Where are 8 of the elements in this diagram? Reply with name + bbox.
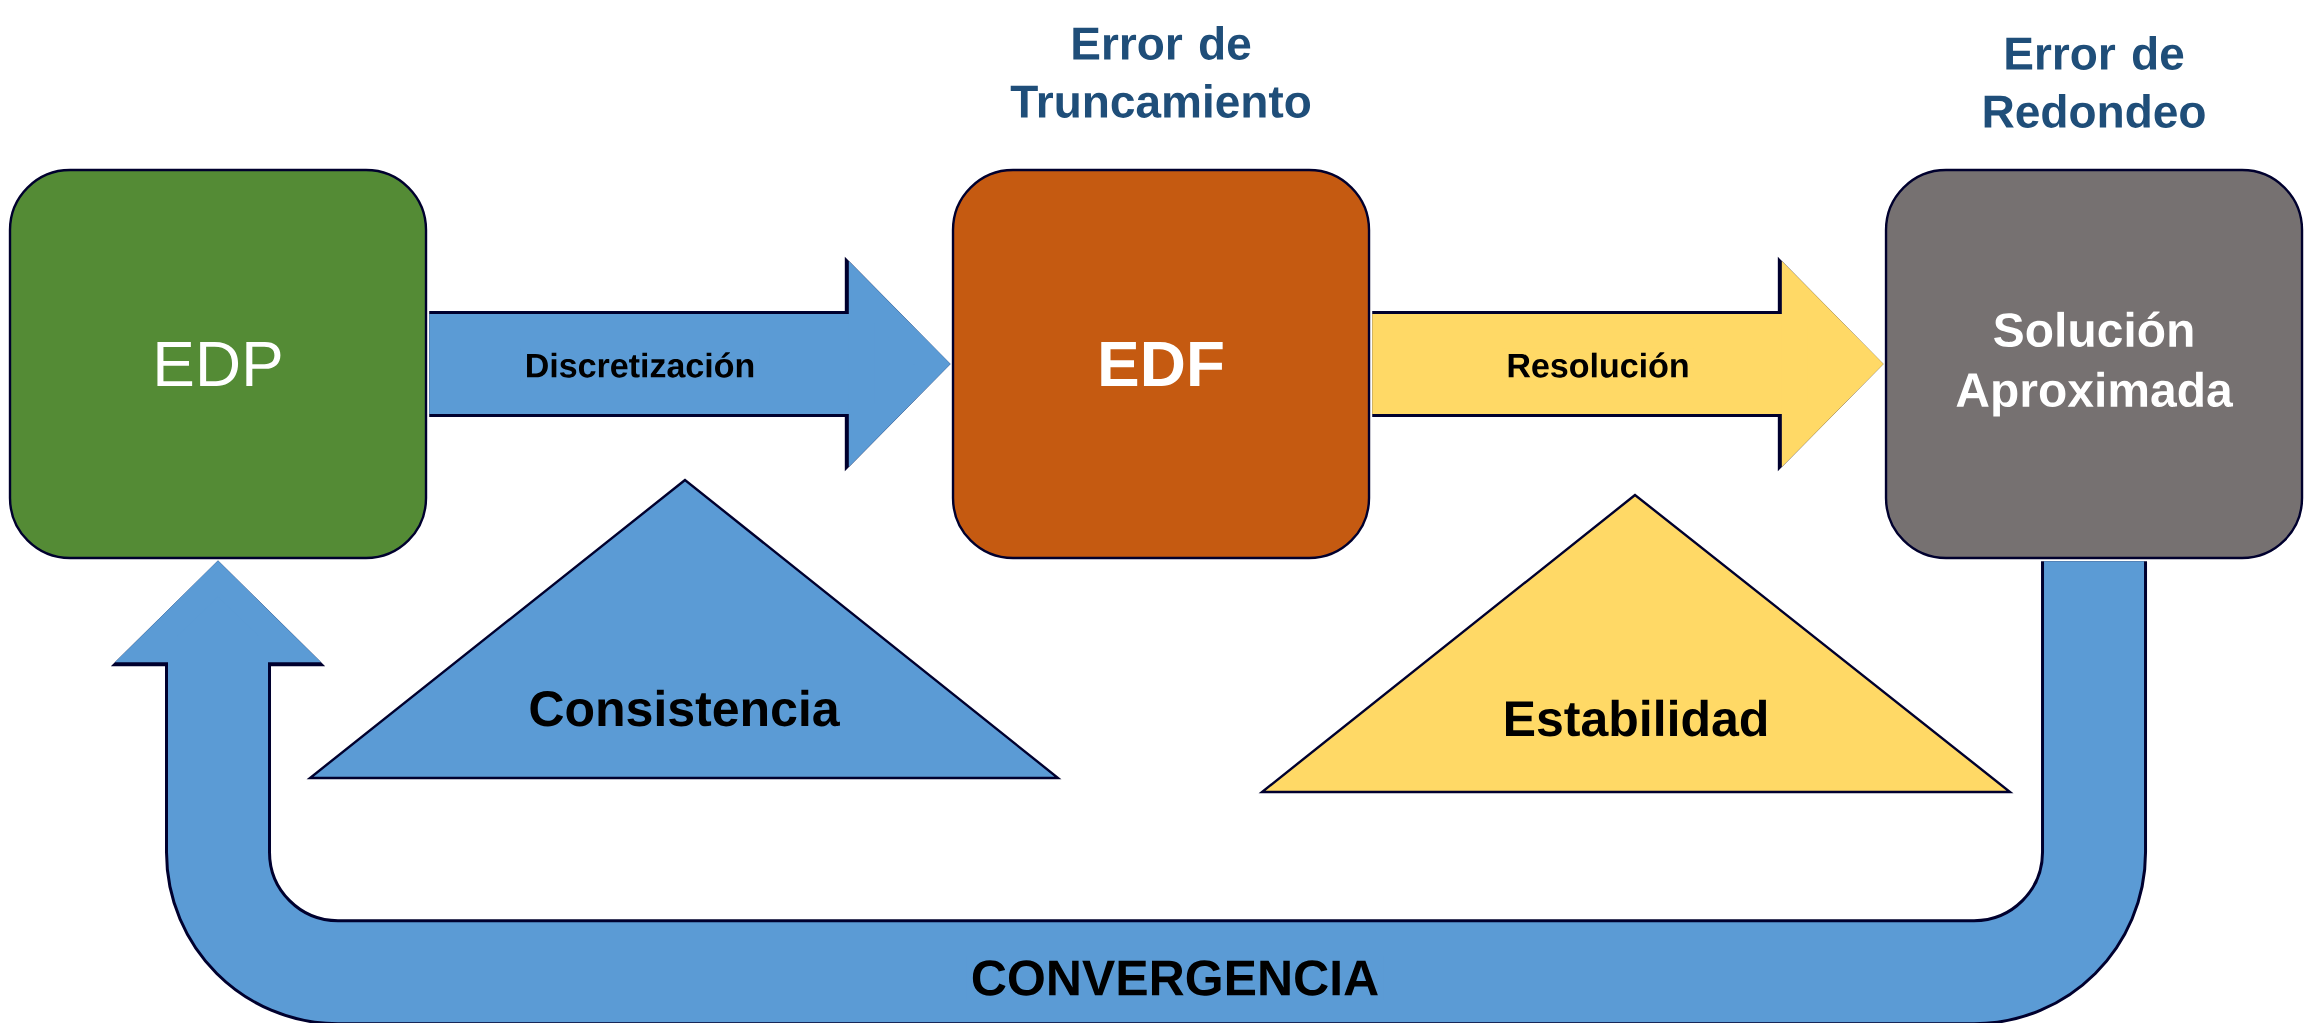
rounded-box: Solución Aproximada: [1884, 168, 2304, 560]
box-heading: Error de Redondeo: [1984, 36, 2205, 128]
box-heading: Error de Truncamiento: [1010, 26, 1311, 118]
edge-label: CONVERGENCIA: [966, 956, 1384, 1000]
rounded-box: EDP: [8, 168, 428, 560]
edge-label: Resolución: [1502, 348, 1694, 382]
rounded-box: EDF: [951, 168, 1371, 560]
edge-label: Discretización: [520, 348, 760, 382]
